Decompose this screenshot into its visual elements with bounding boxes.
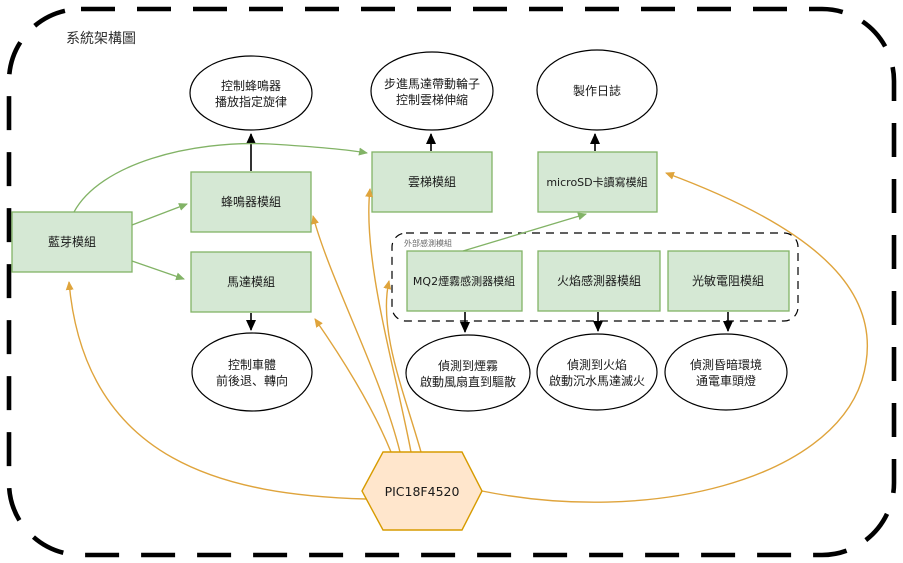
- flame-sensor-box: [537, 250, 661, 312]
- edge-mcu-to-bluetooth: [65, 281, 367, 500]
- ldr-module-label: 光敏電阻模組: [692, 273, 764, 288]
- smoke-action-line2: 啟動風扇直到驅散: [420, 374, 516, 389]
- microsd-module-label: microSD卡讀寫模組: [546, 175, 647, 189]
- diagram-title: 系統架構圖: [66, 31, 136, 47]
- edge-bluetooth-to-motor: [131, 260, 185, 281]
- ladder-action-line1: 步進馬達帶動輪子: [384, 76, 480, 91]
- edge-mcu-to-ladder: [365, 188, 412, 453]
- edge-bluetooth-to-buzzer: [131, 203, 188, 226]
- ldr-module-node: 光敏電阻模組: [667, 250, 790, 312]
- flame-sensor-label: 火焰感測器模組: [557, 273, 641, 288]
- mcu-node: PIC18F4520: [361, 451, 483, 531]
- flame-action-ellipse: 偵測到火焰 啟動沉水馬達滅火: [536, 333, 658, 411]
- edge-mcu-to-microsd: [481, 172, 869, 503]
- motor-action-shape: [191, 332, 313, 412]
- edge-mcu-to-sensor-group: [383, 280, 422, 453]
- flame-action-line2: 啟動沉水馬達滅火: [549, 373, 645, 388]
- motor-action-line1: 控制車體: [228, 358, 276, 372]
- bluetooth-module-node: 藍芽模組: [11, 211, 133, 273]
- smoke-action-line1: 偵測到煙霧: [438, 359, 498, 373]
- microsd-module-node: microSD卡讀寫模組: [537, 151, 658, 213]
- ladder-action-ellipse: 步進馬達帶動輪子 控制雲梯伸縮: [370, 51, 494, 131]
- bluetooth-module-box: [11, 211, 133, 273]
- ladder-action-line2: 控制雲梯伸縮: [396, 92, 468, 107]
- smoke-action-ellipse: 偵測到煙霧 啟動風扇直到驅散: [405, 334, 531, 412]
- sensor-group-box: [391, 232, 799, 322]
- buzzer-module-node: 蜂鳴器模組: [190, 171, 312, 233]
- log-shape: [536, 49, 658, 131]
- buzzer-action-ellipse: 控制蜂鳴器 播放指定旋律: [189, 55, 313, 131]
- bluetooth-module-label: 藍芽模組: [48, 235, 96, 249]
- outer-dashed-border: [6, 6, 897, 558]
- mq2-sensor-label: MQ2煙霧感測器模組: [413, 274, 515, 288]
- motor-module-box: [190, 251, 312, 313]
- buzzer-action-shape: [189, 55, 313, 131]
- buzzer-action-line1: 控制蜂鳴器: [221, 79, 281, 93]
- ladder-module-label: 雲梯模組: [408, 175, 456, 189]
- microsd-module-box: [537, 151, 658, 213]
- flame-action-shape: [536, 333, 658, 411]
- dark-action-line1: 偵測昏暗環境: [690, 357, 762, 372]
- motor-action-line2: 前後退、轉向: [216, 373, 288, 388]
- buzzer-action-line2: 播放指定旋律: [215, 94, 287, 109]
- motor-action-ellipse: 控制車體 前後退、轉向: [191, 332, 313, 412]
- dark-action-ellipse: 偵測昏暗環境 通電車頭燈: [664, 333, 788, 411]
- sensor-group-label: 外部感測模組: [404, 238, 452, 248]
- smoke-action-shape: [405, 334, 531, 412]
- ladder-module-node: 雲梯模組: [371, 151, 493, 213]
- edge-mq2-to-microsd: [462, 212, 587, 252]
- edge-mcu-to-buzzer: [311, 215, 401, 453]
- buzzer-module-label: 蜂鳴器模組: [221, 195, 281, 209]
- log-ellipse: 製作日誌: [536, 49, 658, 131]
- buzzer-module-box: [190, 171, 312, 233]
- ladder-module-box: [371, 151, 493, 213]
- dark-action-line2: 通電車頭燈: [696, 373, 756, 388]
- motor-module-label: 馬達模組: [227, 275, 275, 289]
- motor-module-node: 馬達模組: [190, 251, 312, 313]
- dark-action-shape: [664, 333, 788, 411]
- edge-mcu-to-motor: [314, 318, 392, 453]
- ladder-action-shape: [370, 51, 494, 131]
- edge-bluetooth-to-ladder: [73, 142, 368, 213]
- log-line1: 製作日誌: [573, 83, 621, 98]
- flame-sensor-node: 火焰感測器模組: [537, 250, 661, 312]
- ldr-module-box: [667, 250, 790, 312]
- flame-action-line1: 偵測到火焰: [567, 357, 627, 372]
- mq2-sensor-node: MQ2煙霧感測器模組: [406, 250, 523, 312]
- mcu-hexagon: [361, 451, 483, 531]
- mq2-sensor-box: [406, 250, 523, 312]
- mcu-label: PIC18F4520: [385, 484, 460, 499]
